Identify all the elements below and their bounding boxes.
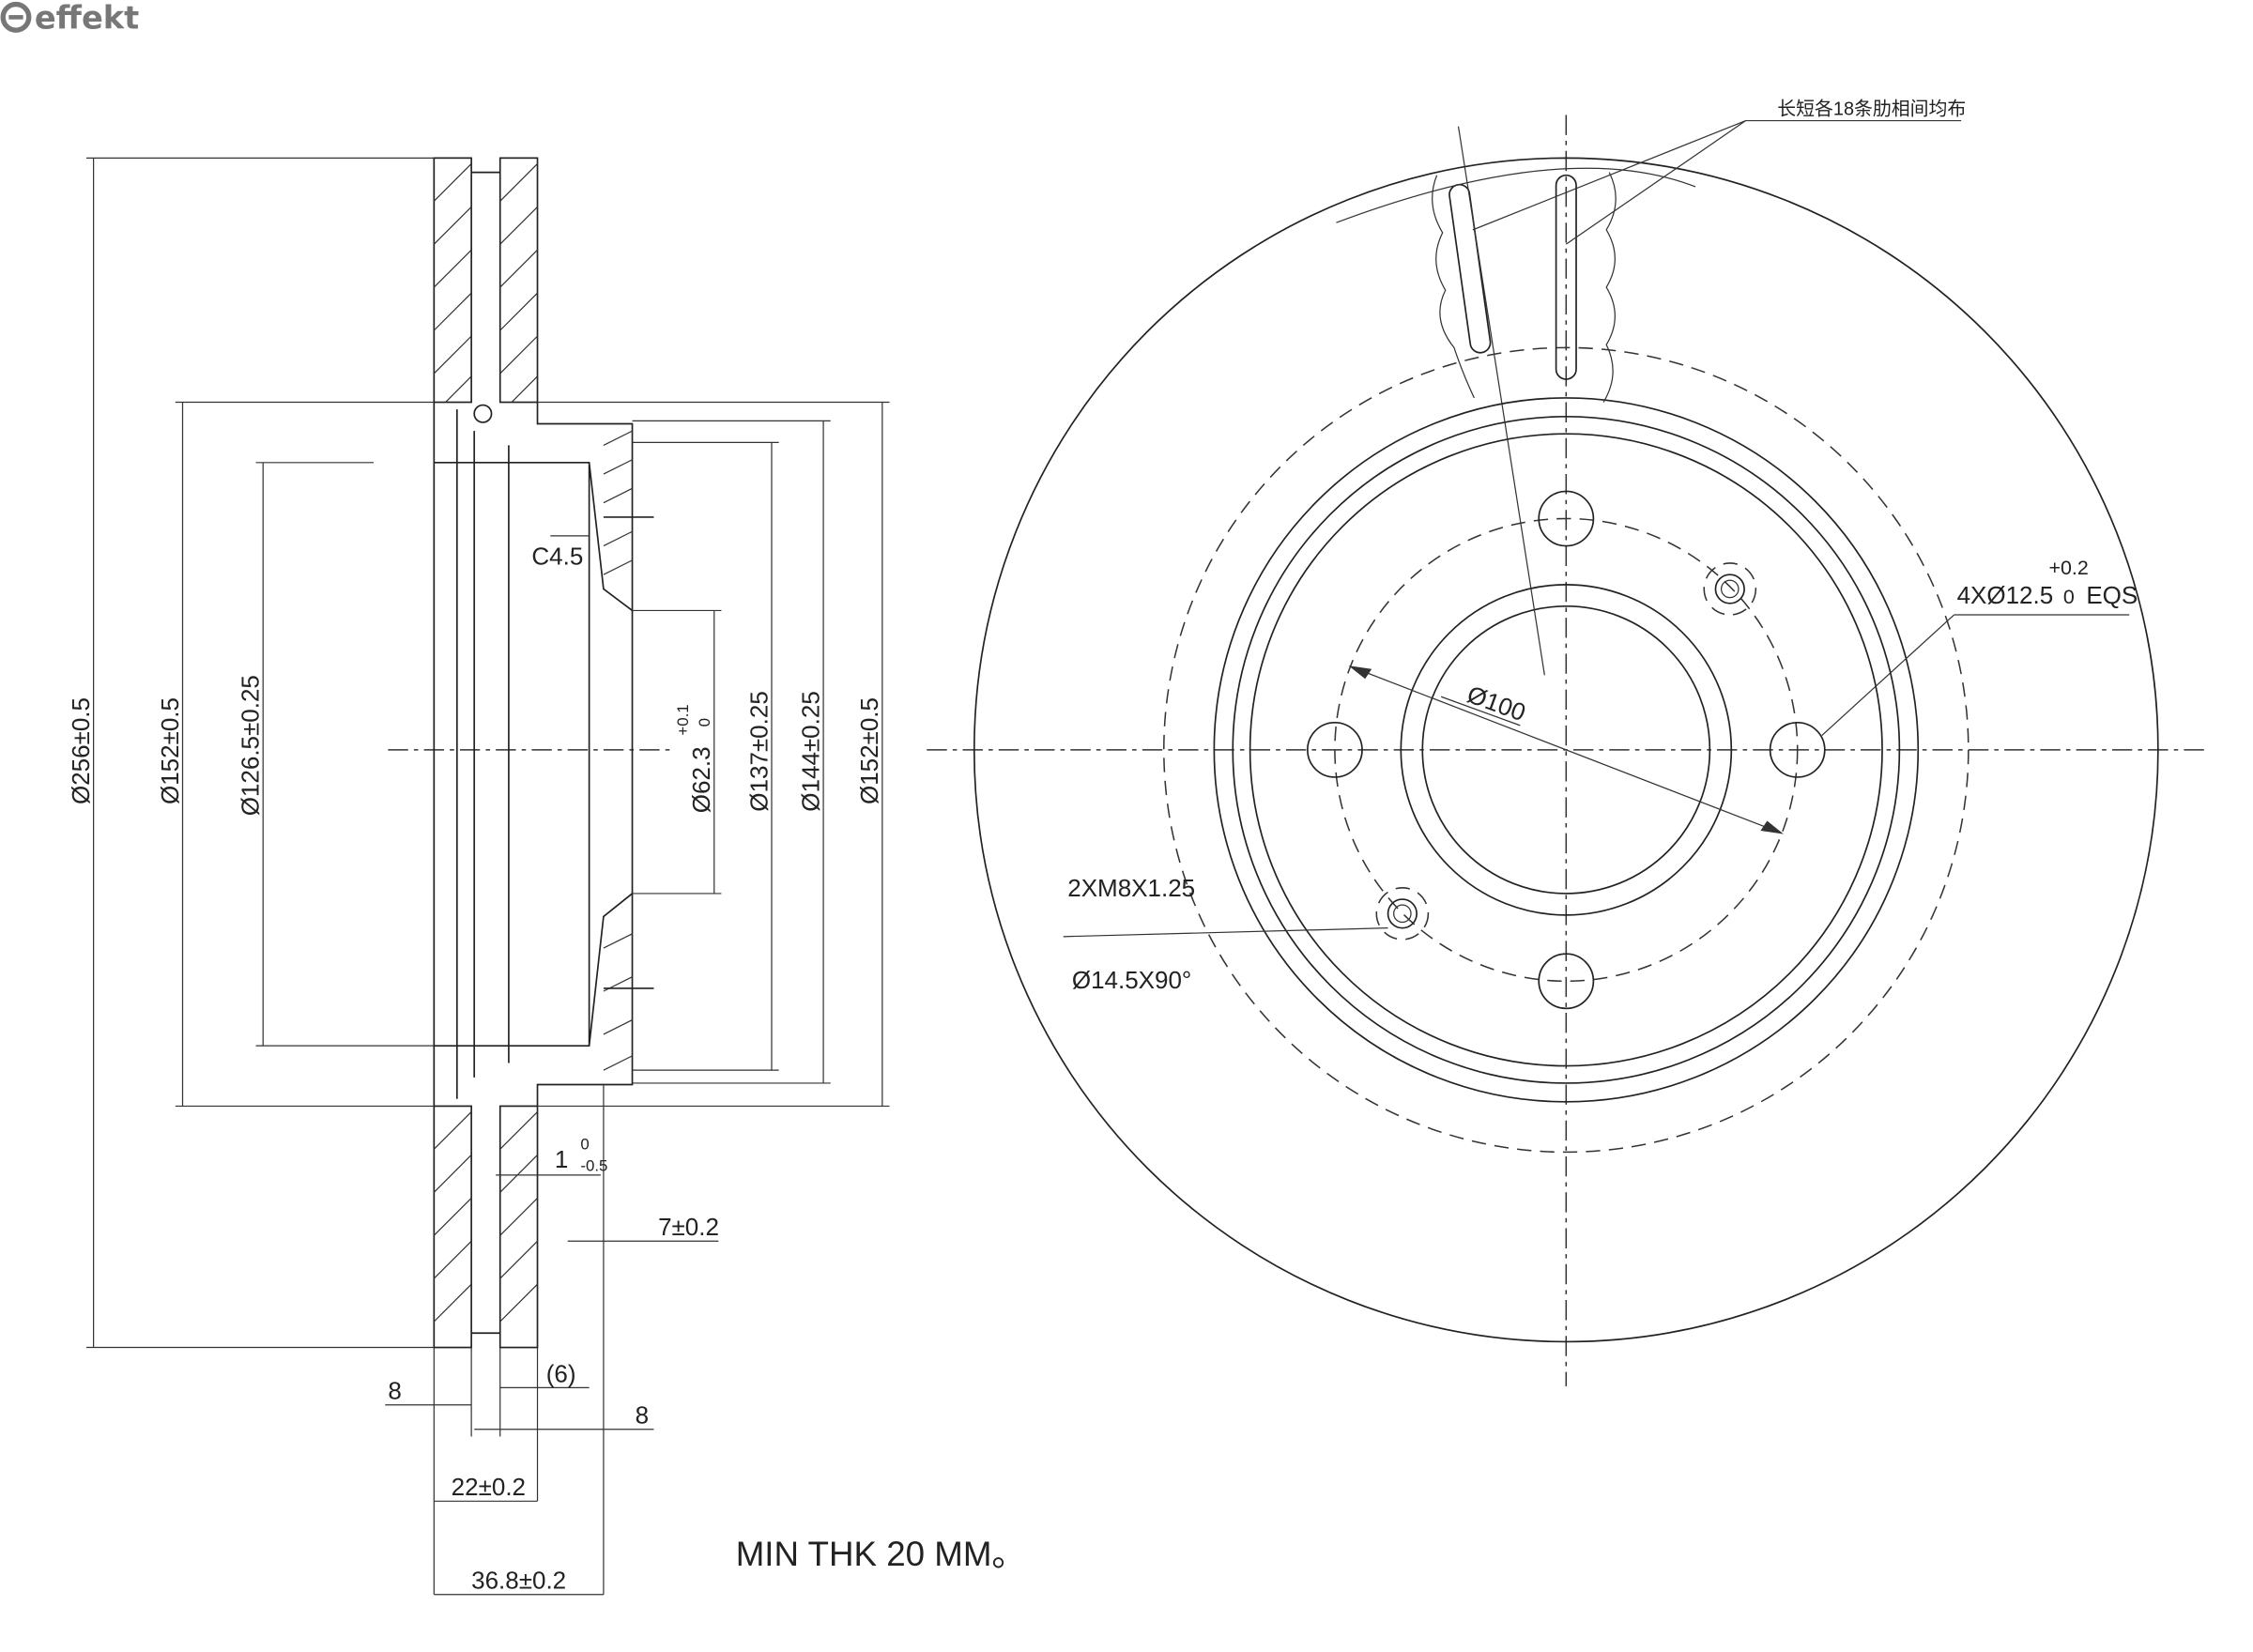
dim-groove-tol-upper: 0: [580, 1135, 589, 1153]
countersink-spec: Ø14.5X90°: [1072, 966, 1191, 994]
dim-144: Ø144±0.25: [796, 691, 824, 811]
dim-groove: 1: [555, 1145, 568, 1173]
bolt-hole-spec: 4XØ12.5: [1957, 581, 2054, 609]
dim-bore-tol-upper: +0.1: [674, 704, 692, 735]
dim-total-height: 36.8±0.2: [471, 1567, 566, 1595]
dim-plate-left: 8: [388, 1377, 401, 1405]
threaded-holes: [1375, 562, 1757, 941]
bolt-hole-tol-upper: +0.2: [2049, 557, 2089, 579]
thread-spec: 2XM8X1.25: [1067, 874, 1195, 902]
dim-plate-right: 8: [636, 1401, 649, 1430]
logo-text: effekt: [35, 0, 139, 37]
dim-137: Ø137±0.25: [744, 691, 773, 811]
dim-hat-outer-dia: Ø152±0.5: [156, 697, 184, 804]
dim-vent-gap: (6): [546, 1359, 576, 1387]
pcd-dim: Ø100: [1464, 680, 1529, 727]
rib-note: 长短各18条肋相间均布: [1777, 99, 1966, 119]
dim-chamfer: C4.5: [531, 542, 583, 570]
dim-hat-thickness: 7±0.2: [658, 1213, 719, 1241]
effekt-logo: effekt: [0, 0, 139, 37]
dim-disc-thickness: 22±0.2: [452, 1473, 526, 1501]
min-thickness-note: MIN THK 20 MM。: [736, 1535, 1026, 1573]
dim-outer-dia: Ø256±0.5: [67, 697, 95, 804]
dim-inner-dia: Ø126.5±0.25: [237, 675, 265, 816]
side-section-view: Ø256±0.5 Ø152±0.5 Ø126.5±0.25 Ø62.3 +0.1…: [67, 157, 1026, 1596]
bolt-hole-tol-lower: 0: [2063, 586, 2075, 608]
bolt-holes: [1306, 490, 1826, 1010]
front-view: 长短各18条肋相间均布 4XØ12.5 +0.2 0 EQS Ø100 2XM8…: [927, 99, 2206, 1386]
dim-152-right: Ø152±0.5: [855, 697, 883, 804]
dim-bore-tol-lower: 0: [696, 718, 713, 727]
bolt-hole-eqs: EQS: [2086, 581, 2138, 609]
dim-bore-dia: Ø62.3: [687, 746, 715, 813]
dim-groove-tol-lower: -0.5: [580, 1156, 607, 1174]
